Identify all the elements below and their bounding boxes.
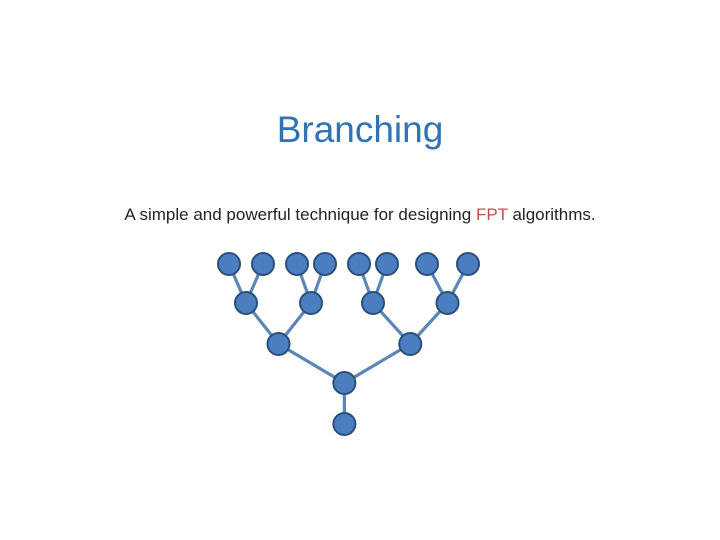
- tree-node: [299, 291, 323, 315]
- subtitle-text-after: algorithms.: [507, 205, 596, 224]
- slide-title: Branching: [276, 109, 444, 150]
- tree-node: [456, 252, 480, 276]
- tree-nodes: [217, 252, 480, 436]
- tree-node: [332, 371, 357, 395]
- tree-node: [217, 252, 241, 276]
- tree-node: [266, 332, 291, 356]
- tree-node: [234, 291, 258, 315]
- tree-node: [347, 252, 371, 276]
- tree-edge: [342, 342, 412, 385]
- tree-edge: [276, 342, 346, 385]
- tree-node: [313, 252, 337, 276]
- subtitle-text-before: A simple and powerful technique for desi…: [124, 205, 476, 224]
- tree-node: [251, 252, 275, 276]
- tree-node: [361, 291, 385, 315]
- tree-edges: [227, 262, 470, 426]
- tree-node: [415, 252, 439, 276]
- subtitle-highlight-fpt: FPT: [475, 205, 508, 224]
- slide-subtitle: A simple and powerful technique for desi…: [0, 203, 720, 227]
- tree-node: [375, 252, 399, 276]
- tree-node: [435, 291, 460, 315]
- tree-node: [332, 412, 357, 436]
- tree-node: [285, 252, 309, 276]
- tree-node: [398, 332, 423, 356]
